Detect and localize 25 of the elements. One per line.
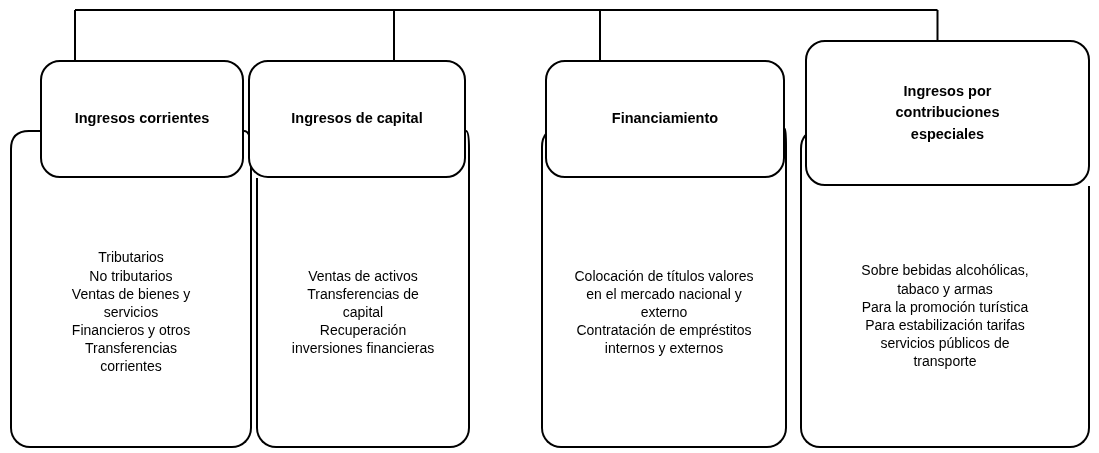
header-box xyxy=(248,60,466,178)
list-item-text: Colocación de títulos valores en el mercado nacional y externo xyxy=(574,266,754,322)
list-item-text: Sobre bebidas alcohólicas, tabaco y armas xyxy=(860,261,1030,298)
list-item-text: Transferencias corrientes xyxy=(83,339,179,376)
heading-text: Ingresos corrientes xyxy=(74,109,210,129)
heading-text: Ingresos por contribuciones especiales xyxy=(894,82,1001,144)
header-box xyxy=(40,60,244,178)
content-box xyxy=(256,178,470,448)
header-box xyxy=(805,40,1090,186)
list-item-text: Para estabilización tarifas servicios públicos de transporte xyxy=(864,316,1026,371)
content-box xyxy=(10,178,252,448)
content-box xyxy=(541,178,787,448)
list-item-text: Contratación de empréstitos internos y externos xyxy=(575,321,753,358)
list-item-text: Financieros y otros xyxy=(71,321,191,340)
list-item-text: Ventas de bienes y servicios xyxy=(70,284,192,322)
list-item-text: No tributarios xyxy=(89,266,173,285)
list-item-text: Recuperación inversiones financieras xyxy=(290,321,436,358)
heading-text: Ingresos de capital xyxy=(291,109,423,129)
heading-text: Financiamiento xyxy=(611,109,719,129)
list-item-text: Transferencias de capital xyxy=(306,284,420,322)
list-item-text: Ventas de activos xyxy=(308,266,418,285)
header-box xyxy=(545,60,785,178)
content-box xyxy=(800,186,1090,448)
list-item-text: Tributarios xyxy=(98,248,164,267)
list-item-text: Para la promoción turística xyxy=(861,297,1029,316)
